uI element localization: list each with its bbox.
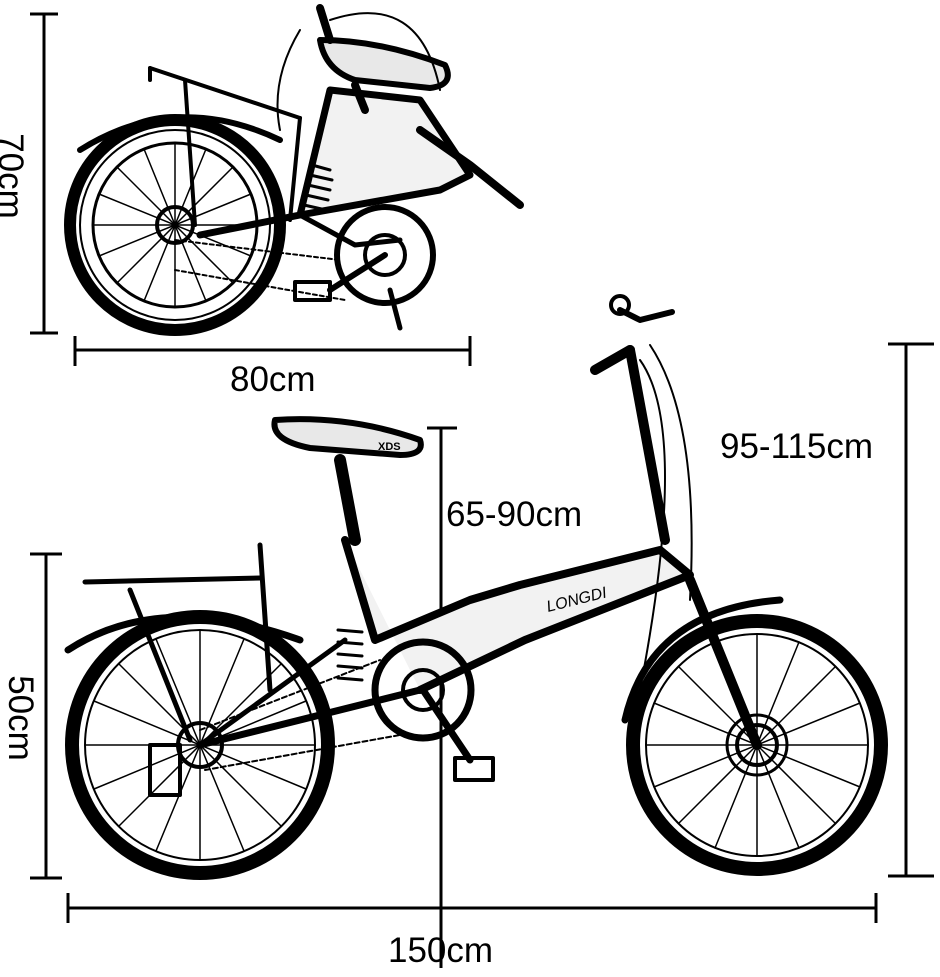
folded-height-label: 70cm (0, 133, 30, 219)
unfolded-bike-illustration (64, 294, 888, 880)
saddle (271, 416, 424, 458)
rear-derailleur (148, 743, 182, 797)
total-length-label: 150cm (388, 931, 494, 970)
rear-rack (82, 542, 273, 743)
folded-height-dimension-line (30, 12, 58, 335)
folded-rear-rack (148, 66, 302, 227)
wheel-height-label: 50cm (1, 675, 40, 761)
total-length-dimension-line (66, 893, 878, 923)
seat-post (334, 454, 361, 546)
folded-length-label: 80cm (230, 360, 316, 399)
main-frame (341, 536, 694, 694)
folded-handlebar (276, 4, 524, 209)
seat-height-label: 65-90cm (446, 495, 583, 534)
folded-length-dimension-line (73, 336, 472, 366)
folded-saddle (317, 37, 451, 114)
chainring (371, 638, 475, 742)
handlebar-height-dimension-line (888, 342, 934, 878)
folded-bike-illustration (64, 4, 524, 336)
rear-shock (336, 628, 364, 682)
saddle-brand-decal: XDS (378, 441, 401, 453)
folded-frame (196, 86, 474, 239)
handlebar-height-label: 95-115cm (720, 427, 874, 466)
folded-chainring (334, 204, 436, 306)
wheel-height-dimension-line (30, 552, 62, 880)
front-wheel (626, 614, 888, 876)
handlebar-stem (590, 294, 693, 691)
front-fender (621, 596, 784, 724)
folded-rear-shock (302, 163, 334, 212)
